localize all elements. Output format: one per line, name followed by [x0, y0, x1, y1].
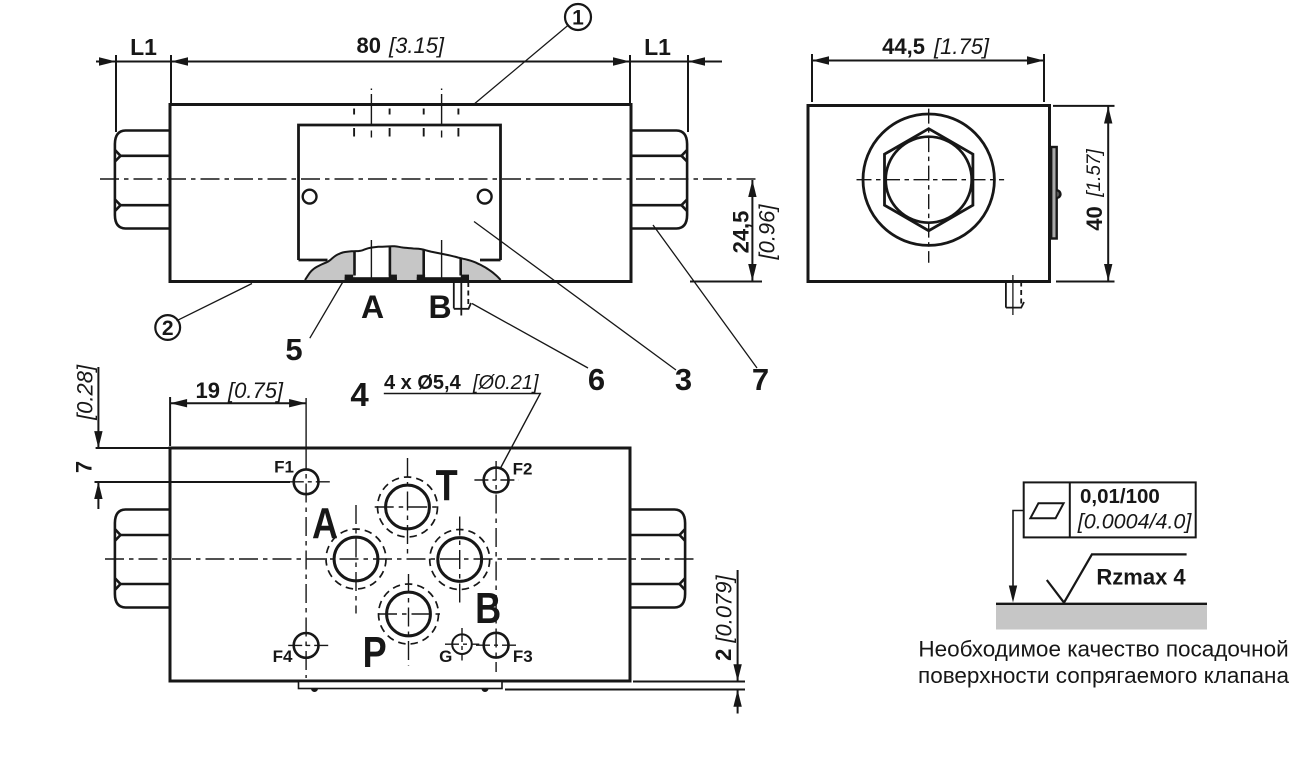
svg-text:7: 7 [72, 461, 97, 473]
svg-text:F1: F1 [274, 457, 294, 476]
svg-text:G: G [439, 647, 452, 666]
svg-text:поверхности сопрягаемого клапа: поверхности сопрягаемого клапана [918, 663, 1289, 688]
svg-text:A: A [361, 289, 384, 325]
svg-text:[0.079]: [0.079] [712, 574, 737, 643]
svg-text:[0.96]: [0.96] [755, 204, 780, 261]
svg-text:F3: F3 [513, 647, 533, 666]
svg-text:2: 2 [162, 317, 174, 340]
svg-text:A: A [312, 499, 338, 548]
svg-text:[0.28]: [0.28] [73, 364, 98, 421]
svg-text:P: P [363, 628, 387, 677]
svg-text:Rzmax 4: Rzmax 4 [1096, 565, 1186, 590]
svg-text:[0.75]: [0.75] [227, 378, 284, 403]
svg-text:[3.15]: [3.15] [388, 33, 445, 58]
svg-text:4: 4 [350, 376, 369, 413]
svg-text:3: 3 [675, 362, 692, 397]
svg-text:5: 5 [285, 332, 302, 367]
svg-text:L1: L1 [644, 34, 671, 60]
svg-text:F2: F2 [513, 459, 533, 478]
svg-text:[1.75]: [1.75] [933, 34, 990, 59]
svg-text:T: T [436, 461, 458, 510]
svg-text:B: B [428, 289, 451, 325]
svg-text:B: B [475, 584, 501, 633]
svg-text:40: 40 [1082, 206, 1107, 230]
svg-text:24,5: 24,5 [729, 211, 754, 254]
svg-text:4 x Ø5,4: 4 x Ø5,4 [384, 372, 462, 394]
svg-text:F4: F4 [273, 647, 293, 666]
svg-text:1: 1 [572, 7, 584, 30]
svg-text:[Ø0.21]: [Ø0.21] [472, 372, 539, 394]
svg-text:2: 2 [711, 649, 736, 661]
svg-text:6: 6 [588, 362, 605, 397]
svg-text:44,5: 44,5 [882, 34, 925, 59]
svg-text:80: 80 [357, 33, 381, 58]
svg-text:0,01/100: 0,01/100 [1080, 485, 1160, 508]
svg-text:7: 7 [752, 362, 769, 397]
svg-text:L1: L1 [130, 34, 157, 60]
svg-text:[0.0004/4.0]: [0.0004/4.0] [1077, 510, 1193, 534]
svg-text:Необходимое качество посадочно: Необходимое качество посадочной [918, 636, 1288, 661]
svg-text:19: 19 [196, 378, 220, 403]
svg-text:[1.57]: [1.57] [1084, 149, 1105, 198]
